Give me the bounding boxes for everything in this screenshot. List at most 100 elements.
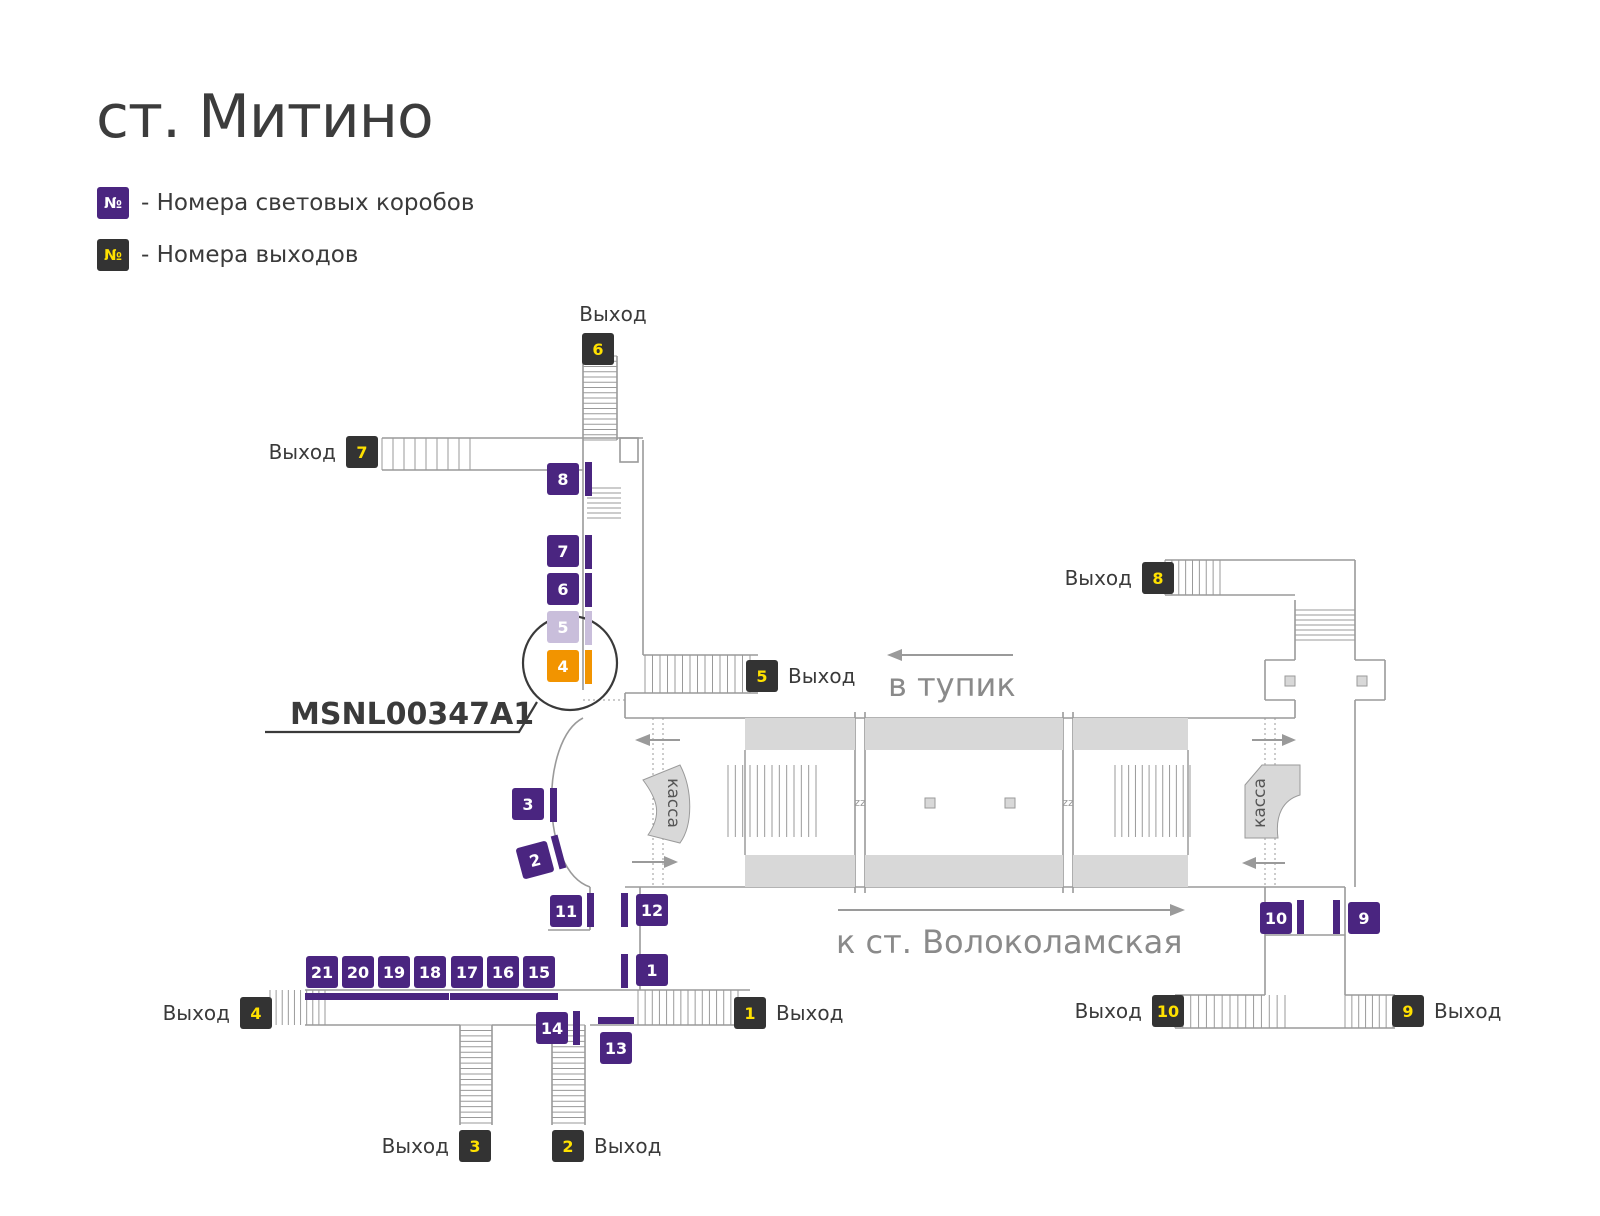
light-box-badge <box>636 894 668 926</box>
pillar-marks: zz zz <box>854 796 1074 809</box>
light-box-9: 9 <box>1333 900 1380 934</box>
light-box-badge <box>451 956 483 988</box>
exit-badge <box>459 1130 491 1162</box>
stair <box>583 355 617 441</box>
pillar-mark-right: zz <box>1062 796 1074 809</box>
light-box-number: 13 <box>605 1039 627 1058</box>
exit-number: 2 <box>562 1137 573 1156</box>
light-box-bar <box>486 993 522 1000</box>
light-box-badge <box>547 611 579 643</box>
light-box-number: 8 <box>557 470 568 489</box>
light-box-number: 10 <box>1265 909 1287 928</box>
light-box-4: 4 <box>547 650 592 684</box>
light-box-number: 1 <box>646 961 657 980</box>
light-box-bar <box>587 893 594 927</box>
exit-badge <box>240 997 272 1029</box>
light-box-bar <box>413 993 449 1000</box>
light-box-20: 20 <box>341 956 377 1000</box>
light-box-bar <box>1297 900 1304 934</box>
selected-box-callout: MSNL00347A1 <box>265 614 619 734</box>
light-box-badge <box>547 650 579 682</box>
light-box-bar <box>450 993 486 1000</box>
stair <box>1344 995 1394 1028</box>
stair <box>727 765 817 837</box>
light-box-badge <box>536 1012 568 1044</box>
platform <box>744 675 1368 887</box>
exit-number: 8 <box>1152 569 1163 588</box>
light-box-number: 11 <box>555 902 577 921</box>
light-box-bar <box>585 650 592 684</box>
light-box-bar <box>522 993 558 1000</box>
direction-to-station: к ст. Волоколамская <box>836 923 1183 961</box>
light-box-bar <box>585 535 592 569</box>
exit-label: Выход <box>269 440 336 464</box>
exit-badge <box>734 997 766 1029</box>
light-box-bar <box>550 834 567 870</box>
light-box-number: 16 <box>492 963 514 982</box>
light-box-2: 2 <box>516 834 567 879</box>
exit-label: Выход <box>163 1001 230 1025</box>
pillar-mark-left: zz <box>854 796 866 809</box>
selected-box-code: MSNL00347A1 <box>290 697 534 732</box>
light-box-5: 5 <box>547 611 592 645</box>
legend-exit-label: - Номера выходов <box>141 242 359 268</box>
stair <box>1295 609 1355 641</box>
exit-label: Выход <box>1075 999 1142 1023</box>
light-box-17: 17 <box>450 956 486 1000</box>
light-box-13: 13 <box>598 1017 634 1064</box>
exit-number: 1 <box>744 1004 755 1023</box>
ticket-office-right: касса <box>1244 764 1301 839</box>
light-box-number: 15 <box>528 963 550 982</box>
ticket-office-right-label: касса <box>1250 778 1270 828</box>
light-box-number: 19 <box>383 963 405 982</box>
light-box-number: 6 <box>557 580 568 599</box>
stair <box>1114 765 1191 837</box>
exit-label: Выход <box>1434 999 1501 1023</box>
exit-badge <box>1142 562 1174 594</box>
light-box-bar <box>585 462 592 496</box>
light-box-10: 10 <box>1260 900 1304 934</box>
light-box-number: 17 <box>456 963 478 982</box>
light-box-bar <box>377 993 413 1000</box>
light-box-number: 4 <box>557 657 568 676</box>
light-box-number: 14 <box>541 1019 563 1038</box>
light-box-bar <box>550 788 557 822</box>
light-box-number: 2 <box>527 850 543 871</box>
light-box-19: 19 <box>377 956 413 1000</box>
exit-number: 7 <box>356 443 367 462</box>
light-box-21: 21 <box>305 956 341 1000</box>
light-box-badge <box>516 841 554 879</box>
light-box-badge <box>306 956 338 988</box>
light-box-badge <box>547 463 579 495</box>
light-box-11: 11 <box>550 893 594 927</box>
ticket-office-left: касса <box>642 764 691 844</box>
light-box-bar <box>585 611 592 645</box>
exit-label: Выход <box>594 1134 661 1158</box>
legend-exit-badge: № <box>97 239 129 271</box>
legend-light-box-label: - Номера световых коробов <box>141 190 475 216</box>
stair <box>381 438 471 470</box>
exit-7: 7 Выход <box>269 436 378 468</box>
exit-number: 4 <box>250 1004 261 1023</box>
light-box-badge <box>487 956 519 988</box>
exit-number: 3 <box>469 1137 480 1156</box>
light-box-18: 18 <box>413 956 449 1000</box>
light-box-number: 5 <box>557 618 568 637</box>
light-box-number: 20 <box>347 963 369 982</box>
direction-dead-end: в тупик <box>888 666 1016 704</box>
light-box-number: 3 <box>522 795 533 814</box>
light-box-badge <box>414 956 446 988</box>
stair <box>587 487 621 519</box>
light-box-badge <box>378 956 410 988</box>
exit-label: Выход <box>579 302 646 326</box>
light-box-badge <box>547 573 579 605</box>
light-box-number: 7 <box>557 542 568 561</box>
